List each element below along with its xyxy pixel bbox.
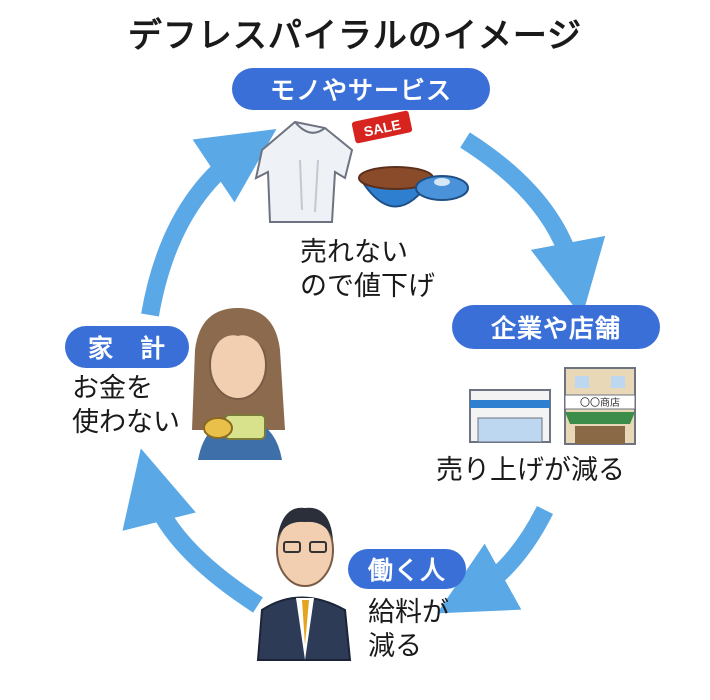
caption-household: お金を 使わない <box>72 372 180 440</box>
caption-company-line-1: 売り上げが減る <box>436 455 625 486</box>
caption-goods: 売れない ので値下げ <box>300 236 435 304</box>
shirt-illustration <box>254 120 354 223</box>
caption-household-line-1: お金を <box>72 373 153 404</box>
badge-company: 企業や店舗 <box>452 305 660 349</box>
caption-company: 売り上げが減る <box>436 454 625 488</box>
arrow-household-to-goods <box>141 129 277 317</box>
arrow-goods-to-company <box>460 132 606 318</box>
sale-tag-text: SALE <box>362 116 402 139</box>
caption-household-line-2: 使わない <box>72 407 180 438</box>
worker-illustration <box>256 507 352 661</box>
store-illustration <box>469 389 551 443</box>
badge-household: 家 計 <box>65 326 189 368</box>
badge-goods: モノやサービス <box>232 68 490 110</box>
caption-goods-line-1: 売れない <box>300 237 408 268</box>
shop-sign-text: 〇〇商店 <box>580 396 620 409</box>
badge-worker: 働く人 <box>348 549 466 589</box>
diagram-title: デフレスパイラルのイメージ <box>127 16 583 56</box>
rice-bowl-illustration <box>358 166 469 208</box>
arrow-worker-to-household <box>122 448 263 613</box>
caption-worker-line-2: 減る <box>368 631 422 662</box>
caption-worker: 給料が 減る <box>368 596 449 664</box>
caption-goods-line-2: ので値下げ <box>300 271 435 302</box>
shop-illustration: 〇〇商店 <box>564 367 636 445</box>
arrow-company-to-worker <box>436 505 554 614</box>
caption-worker-line-1: 給料が <box>368 597 449 628</box>
sale-tag: SALE <box>351 110 413 144</box>
woman-illustration <box>192 308 285 460</box>
